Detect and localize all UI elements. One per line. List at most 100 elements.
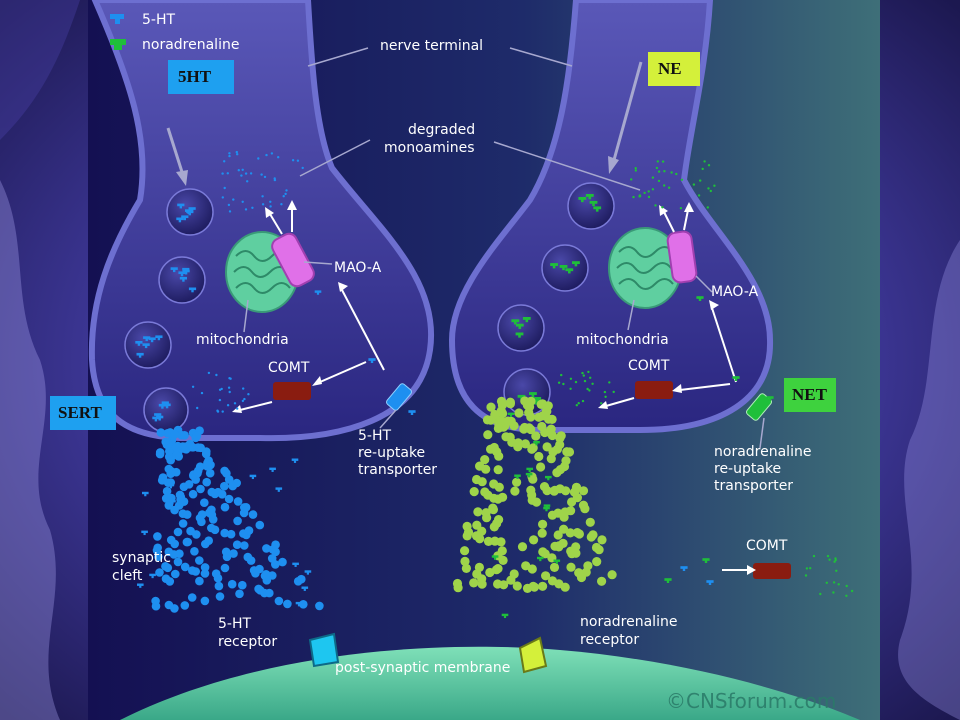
serotonin-molecule xyxy=(195,556,204,565)
molecule xyxy=(531,399,540,405)
degraded-monoamine xyxy=(226,172,229,175)
noradrenaline-molecule xyxy=(521,561,531,571)
noradrenaline-molecule xyxy=(538,547,548,557)
molecule xyxy=(269,467,276,472)
serotonin-molecule xyxy=(213,573,223,583)
arrow xyxy=(269,213,283,235)
mao-a-enzyme-right xyxy=(666,230,698,284)
serotonin-molecule xyxy=(161,437,170,447)
serotonin-molecule xyxy=(155,448,165,457)
legend: 5-HT noradrenaline xyxy=(110,12,239,53)
degraded-monoamine xyxy=(634,169,637,172)
degraded-monoamine xyxy=(249,172,253,175)
degraded-monoamine xyxy=(277,156,280,159)
noradrenaline-molecule xyxy=(531,431,541,441)
degraded-monoamine xyxy=(832,581,836,584)
molecule xyxy=(706,580,714,585)
vesicles-na xyxy=(497,182,615,416)
degraded-monoamine xyxy=(260,173,263,176)
serotonin-molecule xyxy=(200,563,210,572)
molecule xyxy=(766,396,774,401)
serotonin-molecule xyxy=(170,539,179,549)
serotonin-molecule xyxy=(155,568,164,577)
degraded-monoamine xyxy=(226,404,230,407)
degraded-monoamine xyxy=(630,178,633,181)
degraded-monoamine xyxy=(647,195,651,199)
serotonin-molecule xyxy=(220,528,229,538)
degraded-monoamine xyxy=(270,152,274,155)
degraded-monoamine xyxy=(251,206,254,209)
noradrenaline-molecule xyxy=(549,486,559,496)
degraded-monoamine xyxy=(216,410,220,413)
serotonin-molecule xyxy=(179,482,189,492)
na-transporter-label-3: transporter xyxy=(714,478,793,494)
molecule xyxy=(163,403,171,409)
molecule xyxy=(696,296,704,301)
molecule xyxy=(176,217,184,223)
mao-a-enzyme-left xyxy=(271,232,315,288)
serotonin-molecule xyxy=(227,579,237,589)
molecule xyxy=(368,358,376,363)
noradrenaline-molecule xyxy=(541,571,551,581)
degraded-monoamine xyxy=(583,379,587,383)
serotonin-molecule xyxy=(180,431,189,440)
molecule xyxy=(137,583,144,588)
degraded-monoamine xyxy=(227,386,231,389)
degraded-monoamine xyxy=(562,382,565,386)
serotonin-molecule xyxy=(233,516,242,526)
copyright-text: ©CNSforum.com xyxy=(666,689,836,713)
degraded-monoamine xyxy=(661,160,665,163)
degraded-monoamine xyxy=(819,592,822,596)
noradrenaline-molecule xyxy=(493,465,503,475)
molecule xyxy=(304,570,312,575)
molecule xyxy=(565,268,574,274)
molecule xyxy=(533,441,540,446)
degraded-monoamine xyxy=(574,380,578,384)
degraded-monoamine xyxy=(707,187,710,190)
comt-enzyme-extracellular xyxy=(753,563,791,579)
degraded-monoamine xyxy=(832,591,835,594)
degraded-monoamine xyxy=(586,387,589,391)
molecule xyxy=(585,194,594,200)
degraded-monoamine xyxy=(301,166,304,170)
noradrenaline-molecule xyxy=(539,482,550,492)
degraded-monoamine xyxy=(834,557,837,560)
degraded-monoamine xyxy=(242,387,245,390)
degraded-monoamine xyxy=(284,192,287,196)
noradrenaline-molecule xyxy=(461,563,471,574)
molecule xyxy=(135,341,143,346)
serotonin-molecule xyxy=(176,492,186,502)
degraded-monoamine xyxy=(845,584,848,588)
noradrenaline-molecule xyxy=(469,578,479,588)
molecule xyxy=(533,397,542,403)
serotonin-molecule xyxy=(233,497,243,506)
molecule xyxy=(543,504,551,509)
degraded-monoamine xyxy=(581,371,584,375)
noradrenaline-molecule xyxy=(565,528,575,538)
tag-net: NET xyxy=(784,378,836,412)
degraded-monoamine xyxy=(587,370,590,374)
pointer-arrows xyxy=(166,61,643,173)
noradrenaline-molecule xyxy=(554,541,564,551)
degraded-monoamine xyxy=(221,196,224,199)
degraded-monoamine xyxy=(569,387,572,390)
noradrenaline-molecule xyxy=(569,487,580,497)
noradrenaline-molecule xyxy=(541,406,552,416)
molecule xyxy=(185,209,193,215)
degraded-monoamine xyxy=(706,206,709,209)
molecule xyxy=(593,206,602,212)
serotonin-molecule xyxy=(255,564,264,574)
molecule xyxy=(702,558,710,563)
noradrenaline-molecule xyxy=(462,521,472,532)
degraded-monoamine xyxy=(191,385,195,388)
serotonin-molecule xyxy=(157,476,167,485)
serotonin-molecule xyxy=(182,510,192,519)
nerve-terminal-5ht xyxy=(88,0,435,442)
noradrenaline-molecule xyxy=(481,464,491,474)
noradrenaline-molecule xyxy=(462,531,472,541)
serotonin-molecule xyxy=(203,458,212,468)
5ht-reuptake-transporter xyxy=(386,383,412,411)
noradrenaline-molecule xyxy=(506,416,516,426)
degraded-monoamine xyxy=(670,171,673,174)
molecule xyxy=(507,412,515,417)
